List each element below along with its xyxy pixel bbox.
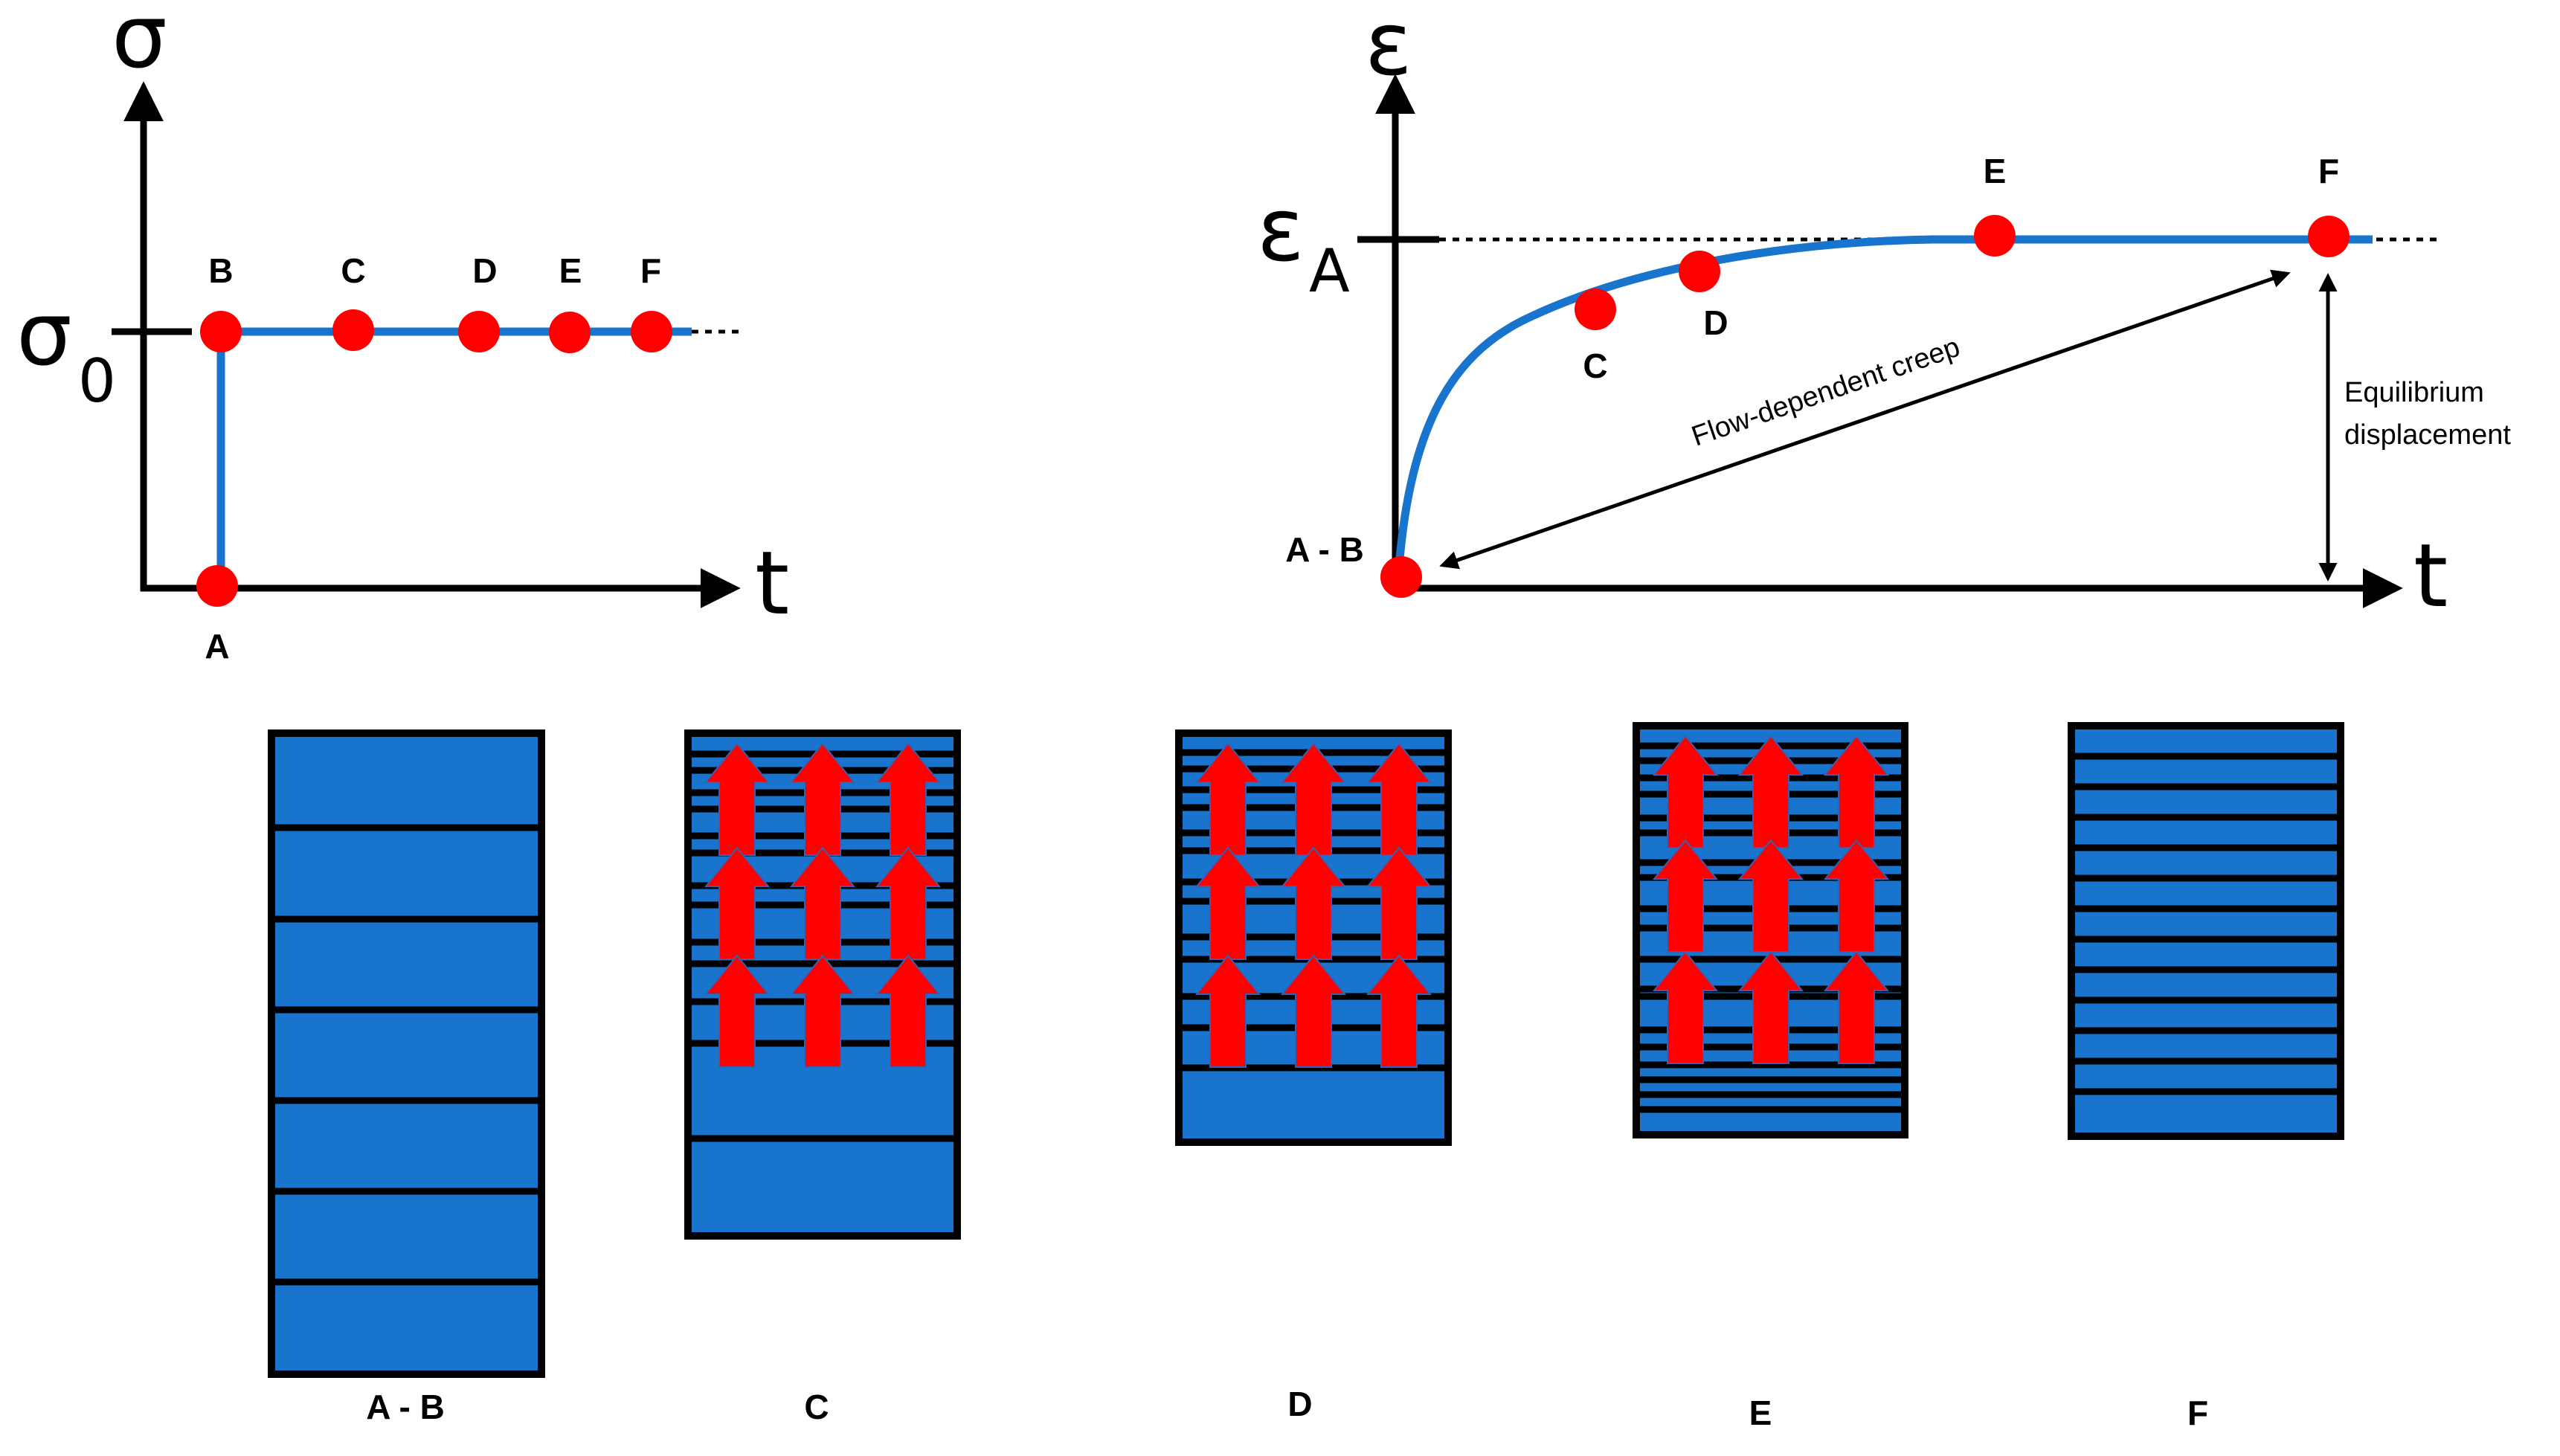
fluid-flow-arrow-icon (1652, 950, 1719, 1064)
fluid-flow-arrow-icon (1194, 954, 1261, 1068)
stress-x-symbol: t (755, 532, 789, 634)
strain-point-e (1974, 215, 2016, 257)
fluid-flow-arrow-icon (1737, 839, 1804, 953)
fluid-flow-arrow-icon (1737, 735, 1804, 848)
fluid-flow-arrow-icon (1823, 839, 1890, 953)
strain-label-ab: A - B (1285, 530, 1364, 569)
sample-caption-c: C (804, 1388, 829, 1426)
strain-point-f (2308, 216, 2350, 257)
sample-block-ab (268, 729, 545, 1378)
sample-caption-d: D (1287, 1385, 1312, 1423)
fluid-flow-arrow-icon (1737, 950, 1804, 1064)
strain-level-symbol: ε (1257, 178, 1305, 281)
fluid-flow-arrow-icon (1194, 742, 1261, 856)
fluid-flow-arrow-icon (1652, 735, 1719, 848)
fluid-flow-arrow-icon (789, 954, 856, 1068)
stress-point-f (631, 311, 672, 352)
fluid-flow-arrow-icon (704, 742, 771, 856)
strain-point-d (1679, 251, 1720, 292)
stress-level-subscript: 0 (78, 347, 116, 416)
fluid-flow-arrow-icon (704, 954, 771, 1068)
fluid-flow-arrow-icon (1366, 846, 1432, 960)
strain-y-symbol: ε (1365, 0, 1412, 95)
stress-label-a: A (205, 627, 229, 666)
stress-point-a (196, 565, 238, 607)
stress-level-symbol: σ (16, 283, 72, 385)
fluid-flow-arrow-icon (789, 742, 856, 856)
stress-point-e (549, 312, 591, 353)
strain-level-subscript: A (1309, 236, 1350, 306)
strain-plot: ε t ε A Flow-dependent creep Equilibrium… (1257, 0, 2511, 627)
fluid-flow-arrow-icon (1280, 954, 1347, 1068)
sample-caption-f: F (2187, 1394, 2208, 1432)
creep-arrow (1439, 269, 2291, 570)
fluid-flow-arrow-icon (1280, 742, 1347, 856)
sample-caption-ab: A - B (366, 1388, 445, 1426)
sample-captions: A - B C D E F (366, 1385, 2208, 1432)
fluid-flow-arrow-icon (1823, 950, 1890, 1064)
stress-curve (216, 327, 692, 585)
strain-point-ab (1380, 556, 1422, 598)
stress-point-c (332, 309, 374, 351)
strain-label-f: F (2318, 152, 2339, 190)
fluid-flow-arrow-icon (875, 846, 942, 960)
stress-point-d (458, 311, 500, 352)
fluid-flow-arrow-icon (1652, 839, 1719, 953)
fluid-flow-arrow-icon (875, 742, 942, 856)
fluid-flow-arrow-icon (704, 846, 771, 960)
strain-curve (1394, 235, 2373, 578)
fluid-flow-arrow-icon (1366, 742, 1432, 856)
strain-point-c (1575, 289, 1616, 330)
sample-block-f (2068, 722, 2344, 1140)
sample-caption-e: E (1749, 1394, 1772, 1432)
fluid-flow-arrow-icon (875, 954, 942, 1068)
stress-label-c: C (341, 251, 365, 290)
fluid-flow-arrow-icon (789, 846, 856, 960)
sample-blocks (268, 722, 2344, 1378)
stress-plot: σ t σ 0 A B C D E F (16, 0, 789, 666)
strain-label-d: D (1703, 303, 1728, 342)
equilibrium-annotation-line1: Equilibrium (2344, 377, 2484, 408)
equilibrium-annotation-line2: displacement (2344, 419, 2511, 451)
strain-label-c: C (1583, 347, 1607, 385)
fluid-flow-arrow-icon (1366, 954, 1432, 1068)
strain-label-e: E (1984, 152, 2007, 190)
stress-label-f: F (640, 251, 661, 290)
stress-y-symbol: σ (112, 0, 167, 88)
fluid-flow-arrow-icon (1823, 735, 1890, 848)
stress-label-b: B (208, 251, 233, 290)
stress-label-d: D (472, 251, 497, 290)
stress-label-e: E (559, 251, 582, 290)
strain-x-symbol: t (2413, 524, 2448, 627)
fluid-flow-arrow-icon (1194, 846, 1261, 960)
fluid-flow-arrow-icon (1280, 846, 1347, 960)
stress-point-b (200, 311, 242, 352)
